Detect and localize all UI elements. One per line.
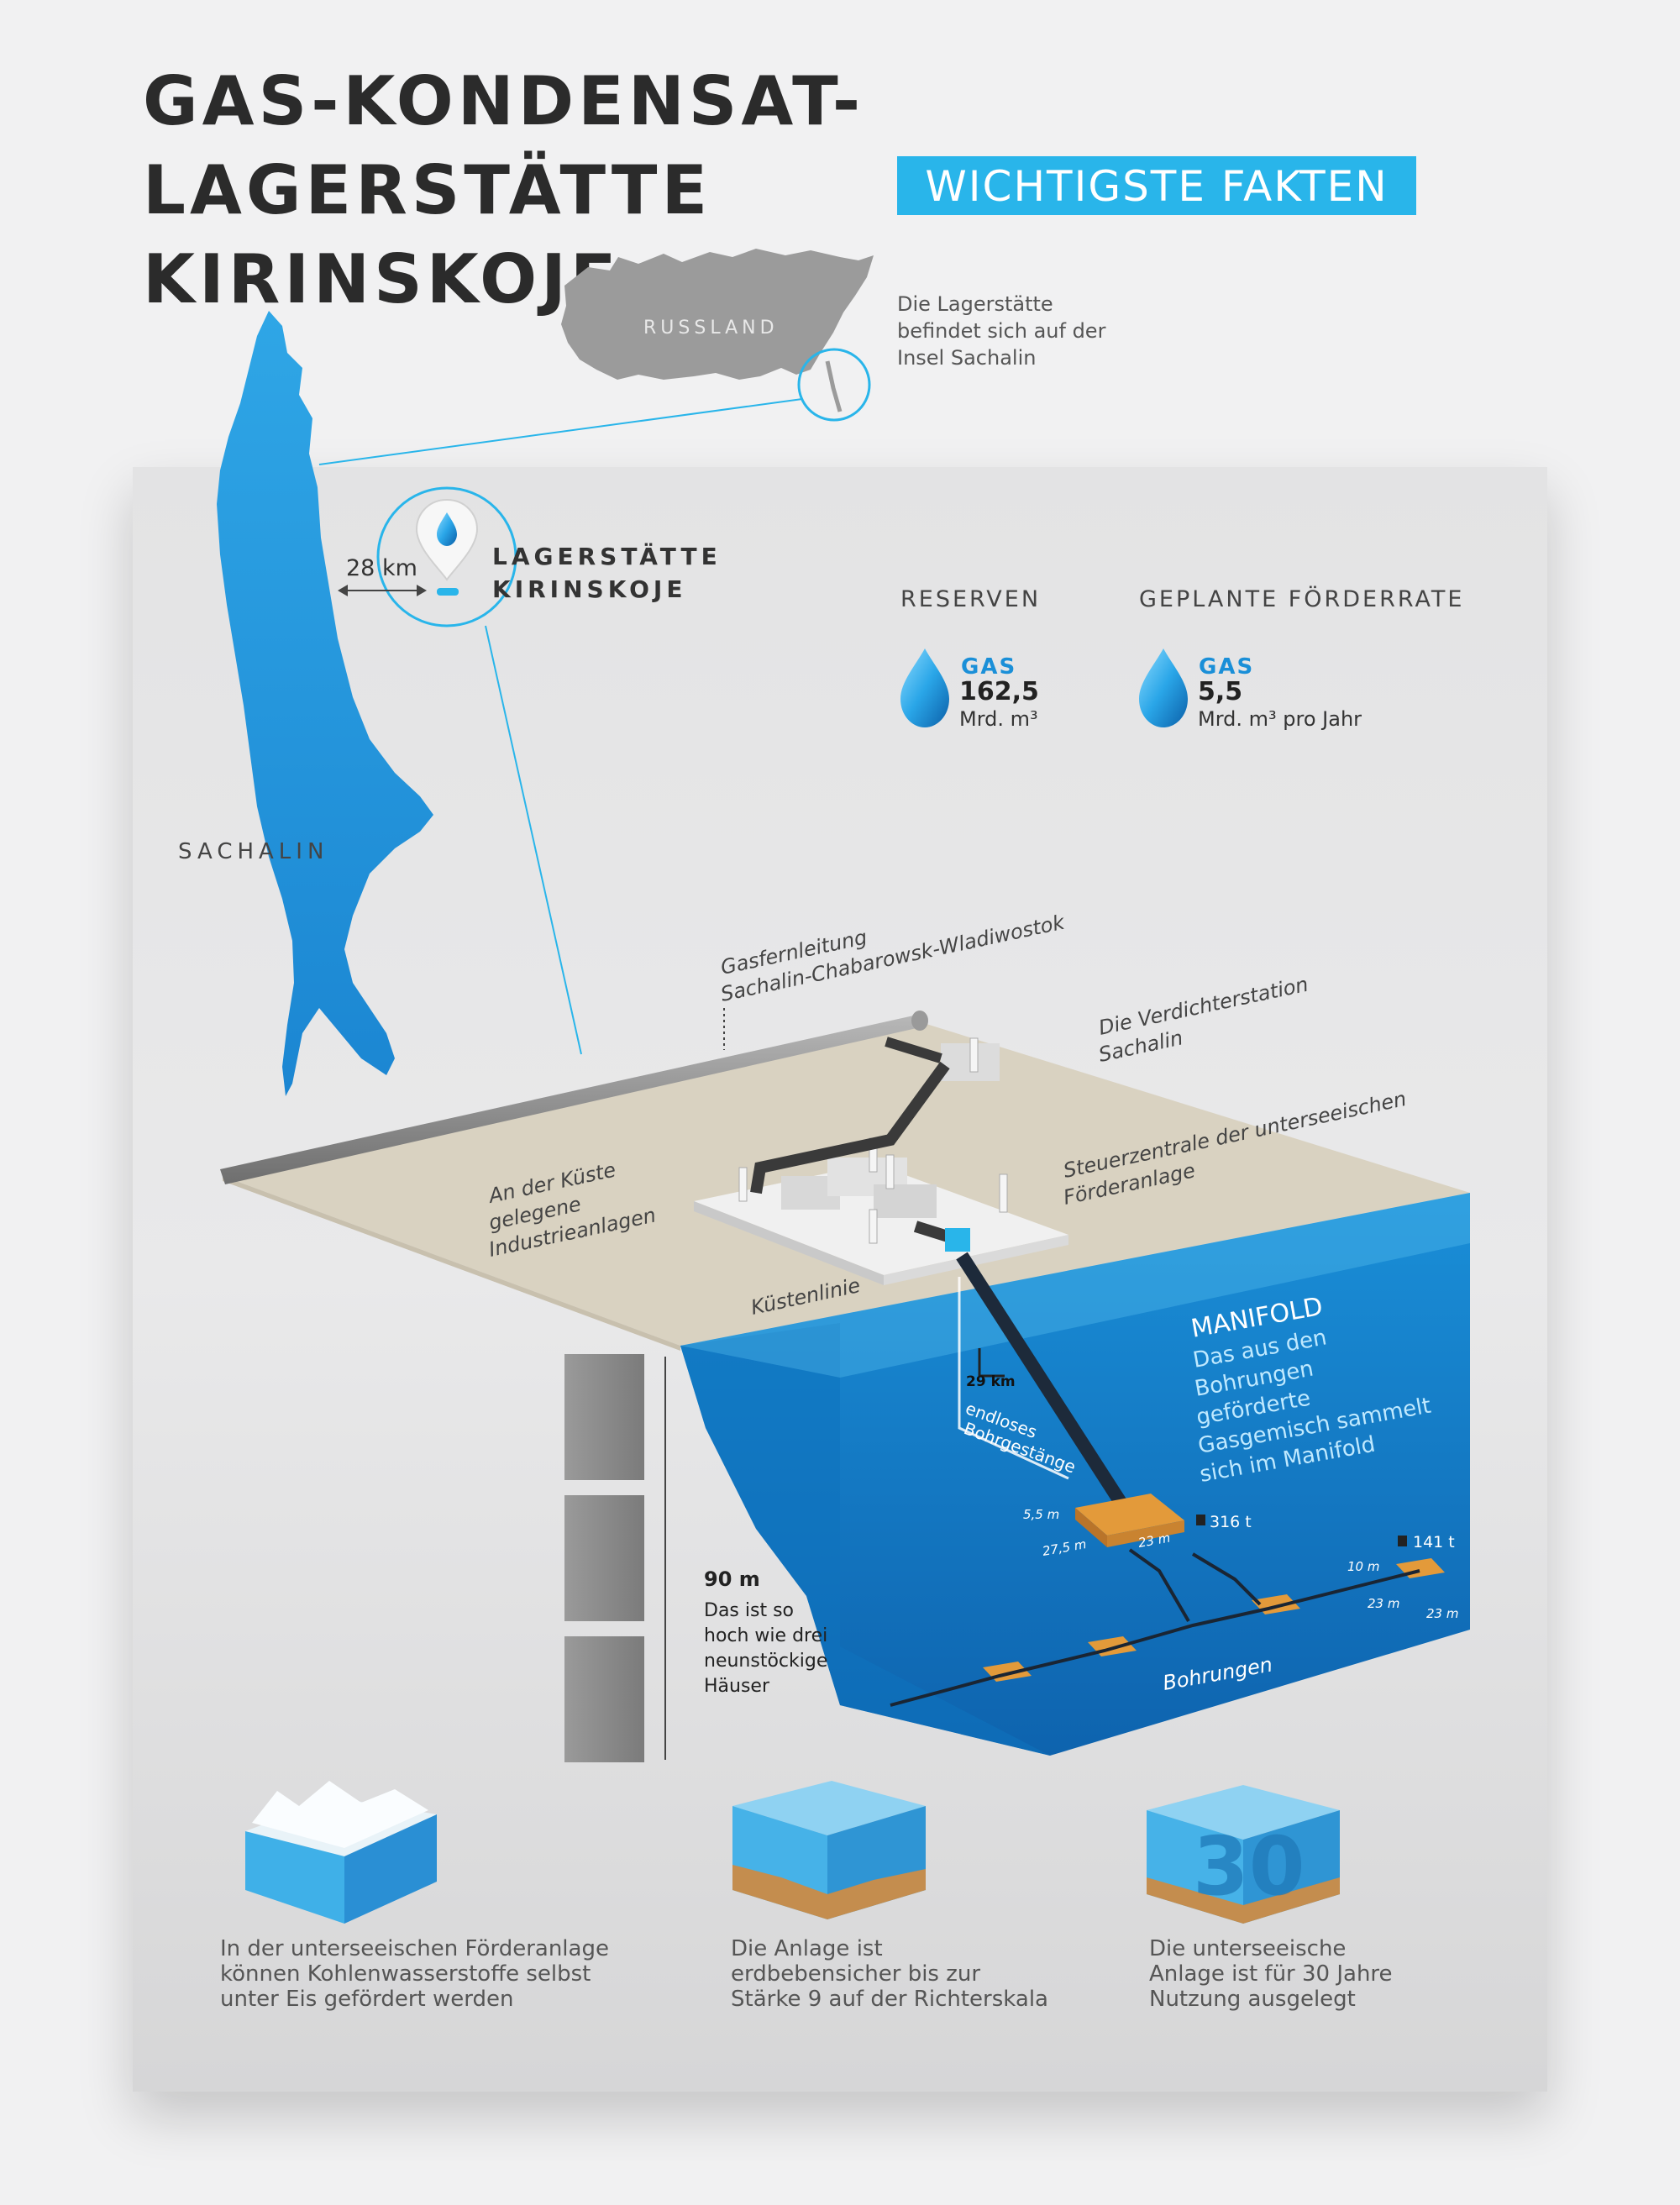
scale-buildings [564,1354,666,1762]
depth-text-2: hoch wie drei [704,1625,827,1646]
fact-1-line-3: unter Eis gefördert werden [220,1987,513,2012]
well-weight: 141 t [1413,1533,1455,1551]
fact-2-line-3: Stärke 9 auf der Richterskala [731,1987,1048,2012]
gas-pipeline [220,1011,928,1184]
fact-2-line-1: Die Anlage ist [731,1936,883,1961]
thirty-years-number: 30 [1193,1819,1305,1914]
russia-note-2: befindet sich auf der [897,319,1106,343]
well-length: 23 m [1368,1596,1399,1611]
manifold-height: 5,5 m [1023,1507,1059,1522]
fact-3-line-1: Die unterseeische [1149,1936,1346,1961]
manifold-weight: 316 t [1210,1513,1252,1531]
deposit-circle [376,486,517,627]
gas-drop-icon [437,512,457,546]
highlight-circle [797,348,871,422]
drill-pipe [956,1252,1127,1508]
manifold [1075,1494,1184,1547]
production-value: 5,5 [1198,677,1242,706]
depth-text-3: neunstöckige [704,1651,827,1672]
sakhalin-island [217,311,433,1096]
deposit-name-1: LAGERSTÄTTE [492,542,722,570]
earthquake-block-icon [732,1781,926,1919]
depth-text-1: Das ist so [704,1600,794,1621]
coastal-industrial-plant [694,1037,1068,1285]
production-heading: GEPLANTE FÖRDERRATE [1139,585,1464,612]
deposit-name-2: KIRINSKOJE [492,575,686,603]
fact-3-line-3: Nutzung ausgelegt [1149,1987,1356,2012]
depth-value: 90 m [704,1567,760,1591]
reserves-value: 162,5 [959,677,1039,706]
well-height: 10 m [1347,1559,1379,1574]
pipe-length: 29 km [966,1373,1016,1390]
russia-note-1: Die Lagerstätte [897,292,1053,316]
page-title: GAS-KONDENSAT-LAGERSTÄTTE KIRINSKOJE [143,57,1403,324]
well-weight-icon [1398,1536,1407,1546]
fact-2-line-2: erdbebensicher bis zur [731,1961,980,1987]
russia-map [318,249,874,465]
production-kind: GAS [1199,654,1254,680]
key-facts-badge: WICHTIGSTE FAKTEN [897,156,1416,215]
fact-1-line-2: können Kohlenwasserstoffe selbst [220,1961,591,1987]
russia-label: RUSSLAND [643,318,779,339]
ice-block-icon [245,1781,437,1924]
feed-pipe [750,1061,950,1194]
reserves-gas-icon [900,648,949,727]
well-width: 23 m [1426,1606,1458,1621]
control-center [945,1228,970,1252]
sakhalin-label: SACHALIN [178,839,328,864]
distance-label: 28 km [346,555,417,581]
wells [890,1548,1445,1707]
reserves-heading: RESERVEN [900,586,1041,612]
reserves-kind: GAS [961,654,1016,680]
production-gas-icon [1139,648,1188,727]
compressor-label-1: Die Verdichterstation [1096,973,1310,1040]
russia-note-3: Insel Sachalin [897,346,1036,370]
sea-block [680,1193,1470,1756]
title-line-1: GAS-KONDENSAT-LAGERSTÄTTE [143,62,865,229]
fact-1-line-1: In der unterseeischen Förderanlage [220,1936,609,1961]
title-line-2: KIRINSKOJE [143,240,621,318]
reserves-unit: Mrd. m³ [959,707,1038,731]
fact-3-line-2: Anlage ist für 30 Jahre [1149,1961,1393,1987]
deposit-marker [338,486,582,1055]
production-unit: Mrd. m³ pro Jahr [1198,707,1362,731]
thirty-years-block-icon [1147,1785,1340,1924]
depth-text-4: Häuser [704,1676,770,1697]
weight-icon [1196,1515,1205,1525]
